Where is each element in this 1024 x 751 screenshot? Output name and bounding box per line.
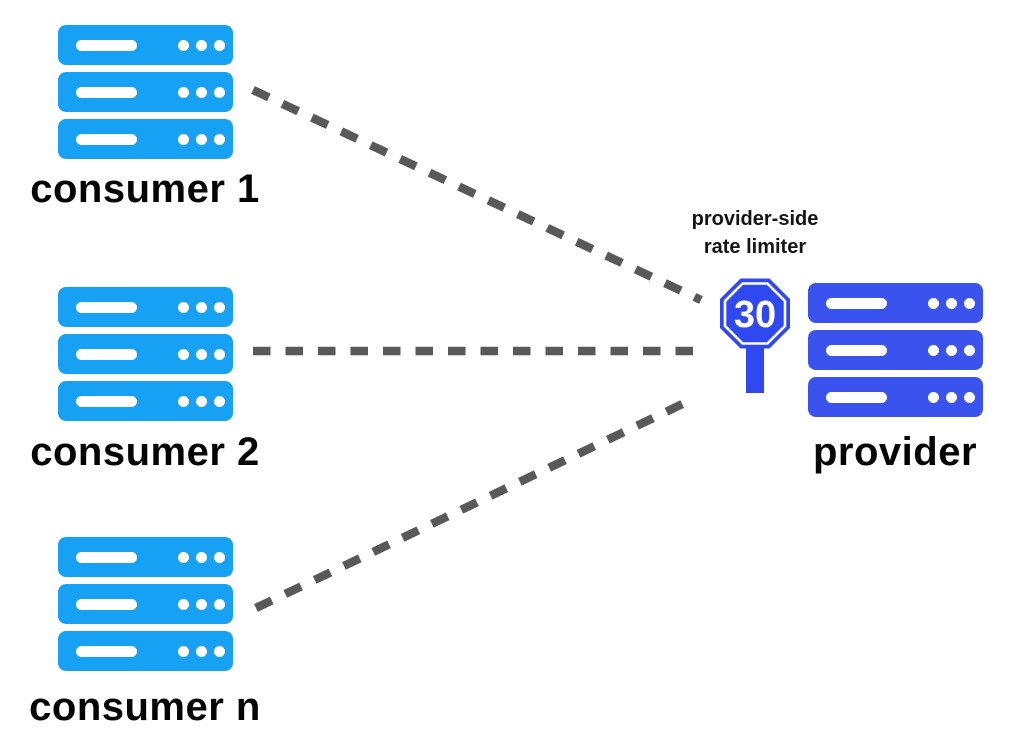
rate-limiter-title: provider-side rate limiter bbox=[655, 205, 855, 261]
dot-icon bbox=[196, 349, 207, 360]
server-dots bbox=[178, 599, 225, 610]
dot-icon bbox=[196, 87, 207, 98]
server-row bbox=[58, 537, 233, 577]
dot-icon bbox=[946, 345, 957, 356]
server-dots bbox=[178, 302, 225, 313]
dot-icon bbox=[196, 396, 207, 407]
dot-icon bbox=[196, 40, 207, 51]
dot-icon bbox=[196, 552, 207, 563]
server-bar bbox=[76, 87, 137, 98]
server-bar bbox=[826, 298, 887, 309]
server-dots bbox=[178, 552, 225, 563]
dot-icon bbox=[214, 552, 225, 563]
stop-sign-icon: 30 bbox=[720, 278, 790, 393]
server-bar bbox=[76, 40, 137, 51]
dot-icon bbox=[946, 298, 957, 309]
sign-post bbox=[746, 347, 764, 393]
server-dots bbox=[178, 134, 225, 145]
server-bar bbox=[76, 302, 137, 313]
server-dots bbox=[178, 646, 225, 657]
dot-icon bbox=[196, 599, 207, 610]
server-dots bbox=[178, 349, 225, 360]
server-dots bbox=[178, 40, 225, 51]
dot-icon bbox=[964, 345, 975, 356]
provider-server-stack-icon bbox=[808, 283, 983, 417]
dot-icon bbox=[214, 40, 225, 51]
server-row bbox=[58, 334, 233, 374]
server-dots bbox=[178, 396, 225, 407]
dot-icon bbox=[178, 134, 189, 145]
dot-icon bbox=[178, 302, 189, 313]
dot-icon bbox=[928, 392, 939, 403]
server-bar bbox=[76, 349, 137, 360]
consumer-n-server-stack-icon bbox=[58, 537, 233, 671]
server-bar bbox=[76, 396, 137, 407]
dot-icon bbox=[964, 298, 975, 309]
rate-limiter-title-line2: rate limiter bbox=[703, 236, 807, 258]
dot-icon bbox=[196, 134, 207, 145]
dot-icon bbox=[178, 40, 189, 51]
dot-icon bbox=[196, 302, 207, 313]
server-row bbox=[58, 119, 233, 159]
consumer-2-server-stack-icon bbox=[58, 287, 233, 421]
consumer-2-label: consumer 2 bbox=[30, 430, 260, 474]
dot-icon bbox=[964, 392, 975, 403]
consumer-n-label: consumer n bbox=[29, 685, 261, 729]
dot-icon bbox=[178, 599, 189, 610]
server-row bbox=[808, 377, 983, 417]
dot-icon bbox=[178, 646, 189, 657]
server-bar bbox=[76, 599, 137, 610]
dot-icon bbox=[214, 134, 225, 145]
dot-icon bbox=[214, 302, 225, 313]
rate-limit-value: 30 bbox=[734, 294, 776, 336]
rate-limiter-title-line1: provider-side bbox=[691, 208, 819, 230]
dot-icon bbox=[214, 87, 225, 98]
server-bar bbox=[76, 646, 137, 657]
provider-label: provider bbox=[812, 430, 978, 474]
dot-icon bbox=[214, 646, 225, 657]
server-dots bbox=[178, 87, 225, 98]
dashed-connection-consumer-1 bbox=[251, 86, 703, 304]
dot-icon bbox=[178, 552, 189, 563]
server-bar bbox=[76, 134, 137, 145]
dot-icon bbox=[178, 396, 189, 407]
dot-icon bbox=[178, 349, 189, 360]
dot-icon bbox=[946, 392, 957, 403]
sign-octagon bbox=[720, 278, 790, 349]
server-row bbox=[58, 72, 233, 112]
server-bar bbox=[76, 552, 137, 563]
dot-icon bbox=[928, 298, 939, 309]
server-bar bbox=[826, 345, 887, 356]
dot-icon bbox=[214, 396, 225, 407]
server-row bbox=[808, 330, 983, 370]
dot-icon bbox=[928, 345, 939, 356]
server-row bbox=[58, 25, 233, 65]
server-row bbox=[808, 283, 983, 323]
dot-icon bbox=[196, 646, 207, 657]
sign-inner-outline bbox=[723, 282, 787, 345]
dot-icon bbox=[214, 599, 225, 610]
dashed-connection-consumer-n bbox=[254, 394, 697, 612]
server-dots bbox=[928, 392, 975, 403]
server-row bbox=[58, 631, 233, 671]
server-row bbox=[58, 381, 233, 421]
server-bar bbox=[826, 392, 887, 403]
server-dots bbox=[928, 345, 975, 356]
dot-icon bbox=[214, 349, 225, 360]
consumer-1-server-stack-icon bbox=[58, 25, 233, 159]
server-dots bbox=[928, 298, 975, 309]
consumer-1-label: consumer 1 bbox=[30, 167, 260, 211]
dot-icon bbox=[178, 87, 189, 98]
server-row bbox=[58, 287, 233, 327]
server-row bbox=[58, 584, 233, 624]
